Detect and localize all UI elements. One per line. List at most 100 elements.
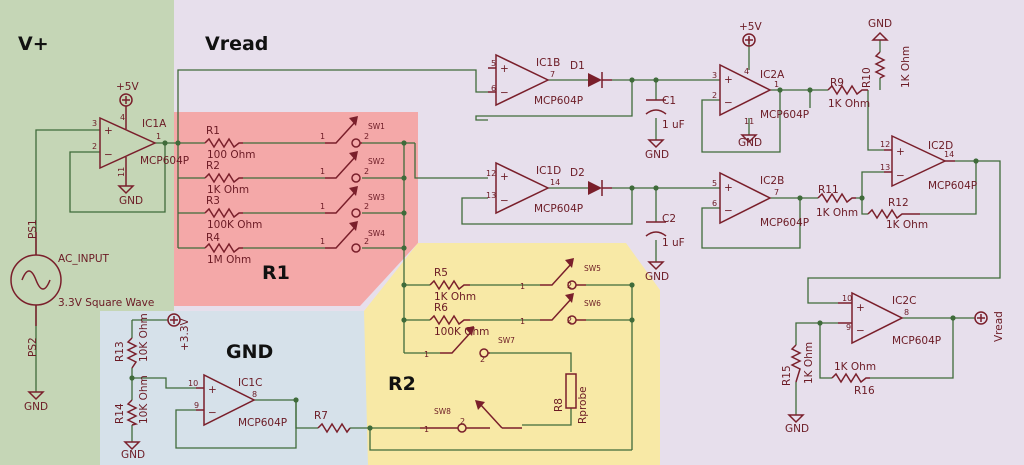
resistor-r10: R10 1K Ohm — [861, 46, 912, 88]
gnd-label: GND — [119, 195, 143, 207]
switch-ref: SW8 — [434, 407, 451, 416]
pin-number: 13 — [486, 191, 496, 200]
ac-source: PS1 PS2 AC_INPUT 3.3V Square Wave — [10, 219, 154, 357]
gnd-r14: GND — [121, 441, 145, 461]
junction-dot — [175, 140, 181, 146]
region-label-vread: Vread — [205, 33, 268, 55]
gnd-label: GND — [645, 271, 669, 283]
capacitor-c2: C2 1 uF — [645, 213, 685, 249]
switch-sw4[interactable]: 1 2 SW4 — [320, 221, 385, 253]
resistor-r6: R6 100K Ohm — [429, 302, 489, 338]
vread-label: Vread — [993, 311, 1005, 342]
opamp-part: MCP604P — [534, 203, 583, 215]
supply-label: +5V — [739, 21, 762, 33]
pin-number: 1 — [424, 350, 429, 359]
opamp-ref: IC2B — [760, 175, 784, 187]
resistor-value: 100 Ohm — [207, 149, 256, 161]
resistor-ref: R1 — [206, 125, 220, 137]
pin-number: 9 — [846, 323, 851, 332]
resistor-r11: R11 1K Ohm — [816, 184, 858, 219]
plus-sign: + — [856, 302, 865, 314]
opamp-ref: IC1A — [142, 118, 167, 130]
resistor-value: 1K Ohm — [900, 46, 912, 88]
source-name: AC_INPUT — [58, 253, 110, 265]
gnd-label: GND — [24, 401, 48, 413]
opamp-ic2a: + − 3 2 1 4 11 IC2A MCP604P — [712, 63, 809, 126]
switch-ref: SW7 — [498, 336, 515, 345]
switch-ref: SW6 — [584, 299, 601, 308]
gnd-r15: GND — [785, 414, 809, 435]
pin-number: 8 — [904, 308, 909, 317]
pin-number: 4 — [744, 67, 749, 76]
gnd-c1: GND — [645, 139, 669, 161]
junction-dot — [401, 140, 407, 146]
switch-ref: SW2 — [368, 157, 385, 166]
switch-sw1[interactable]: 1 2 SW1 — [320, 116, 385, 148]
resistor-r9: R9 1K Ohm — [827, 77, 870, 110]
opamp-ref: IC1C — [238, 377, 262, 389]
switch-sw8[interactable]: 1 2 SW8 — [420, 400, 522, 434]
source-ref: PS1 — [27, 219, 39, 239]
resistor-r1: R1 100 Ohm — [204, 125, 256, 161]
junction-dot — [293, 397, 299, 403]
resistor-value: 10K Ohm — [138, 313, 150, 362]
pin-number: 5 — [491, 59, 496, 68]
pin-number: 1 — [424, 425, 429, 434]
opamp-ref: IC2A — [760, 69, 785, 81]
gnd-ic2a: GND — [738, 134, 762, 149]
capacitor-ref: C2 — [662, 213, 676, 225]
opamp-ic1d: + − 12 13 14 IC1D MCP604P — [486, 161, 583, 215]
opamp-part: MCP604P — [892, 335, 941, 347]
switch-sw3[interactable]: 1 2 SW3 — [320, 186, 385, 218]
pin-number: 2 — [364, 237, 369, 246]
opamp-ref: IC2C — [892, 295, 916, 307]
pin-number: 10 — [842, 294, 852, 303]
opamp-part: MCP604P — [140, 155, 189, 167]
region-label-r1: R1 — [262, 262, 290, 284]
switch-sw6[interactable]: 1 2 SW6 — [520, 293, 601, 326]
switch-sw5[interactable]: 1 2 SW5 — [520, 258, 601, 291]
junction-dot — [653, 185, 659, 191]
junction-dot — [401, 317, 407, 323]
pin-number: 2 — [712, 91, 717, 100]
switch-sw7[interactable]: 1 2 SW7 — [424, 326, 515, 364]
opamp-ic2d: + − 12 13 14 IC2D MCP604P — [880, 134, 977, 192]
minus-sign: − — [724, 205, 733, 217]
junctions — [129, 77, 979, 431]
opamp-part: MCP604P — [238, 417, 287, 429]
gnd-label: GND — [785, 423, 809, 435]
pin-number: 4 — [120, 113, 125, 122]
vread-output: Vread — [974, 311, 1005, 342]
pin-number: 14 — [944, 150, 954, 159]
pin-number: 1 — [320, 167, 325, 176]
junction-dot — [367, 425, 373, 431]
resistor-ref: R14 — [114, 403, 126, 424]
resistor-value: 1K Ohm — [803, 342, 815, 384]
gnd-label: GND — [645, 149, 669, 161]
region-label-vplus: V+ — [18, 33, 49, 55]
resistor-ref: R10 — [861, 67, 873, 88]
resistor-r7: R7 — [314, 410, 351, 434]
pin-number: 6 — [491, 84, 496, 93]
region-gnd — [100, 311, 368, 465]
switch-ref: SW3 — [368, 193, 385, 202]
plus-sign: + — [500, 63, 509, 75]
switch-sw2[interactable]: 1 2 SW2 — [320, 151, 385, 183]
plus-sign: + — [724, 74, 733, 86]
capacitor-ref: C1 — [662, 95, 676, 107]
pin-number: 2 — [460, 417, 465, 426]
resistor-r5: R5 1K Ohm — [429, 267, 476, 303]
junction-dot — [797, 195, 803, 201]
gnd-label: GND — [121, 449, 145, 461]
resistor-ref: R12 — [888, 197, 909, 209]
resistor-value: 100K Ohm — [207, 219, 262, 231]
pin-number: 3 — [92, 119, 97, 128]
resistor-ref: R6 — [434, 302, 448, 314]
resistor-value: 1K Ohm — [828, 98, 870, 110]
gnd-label: GND — [738, 137, 762, 149]
region-label-gnd: GND — [226, 341, 273, 363]
gnd-c2: GND — [645, 261, 669, 283]
pin-number: 2 — [92, 142, 97, 151]
pin-number: 7 — [550, 70, 555, 79]
pin-number: 1 — [156, 132, 161, 141]
